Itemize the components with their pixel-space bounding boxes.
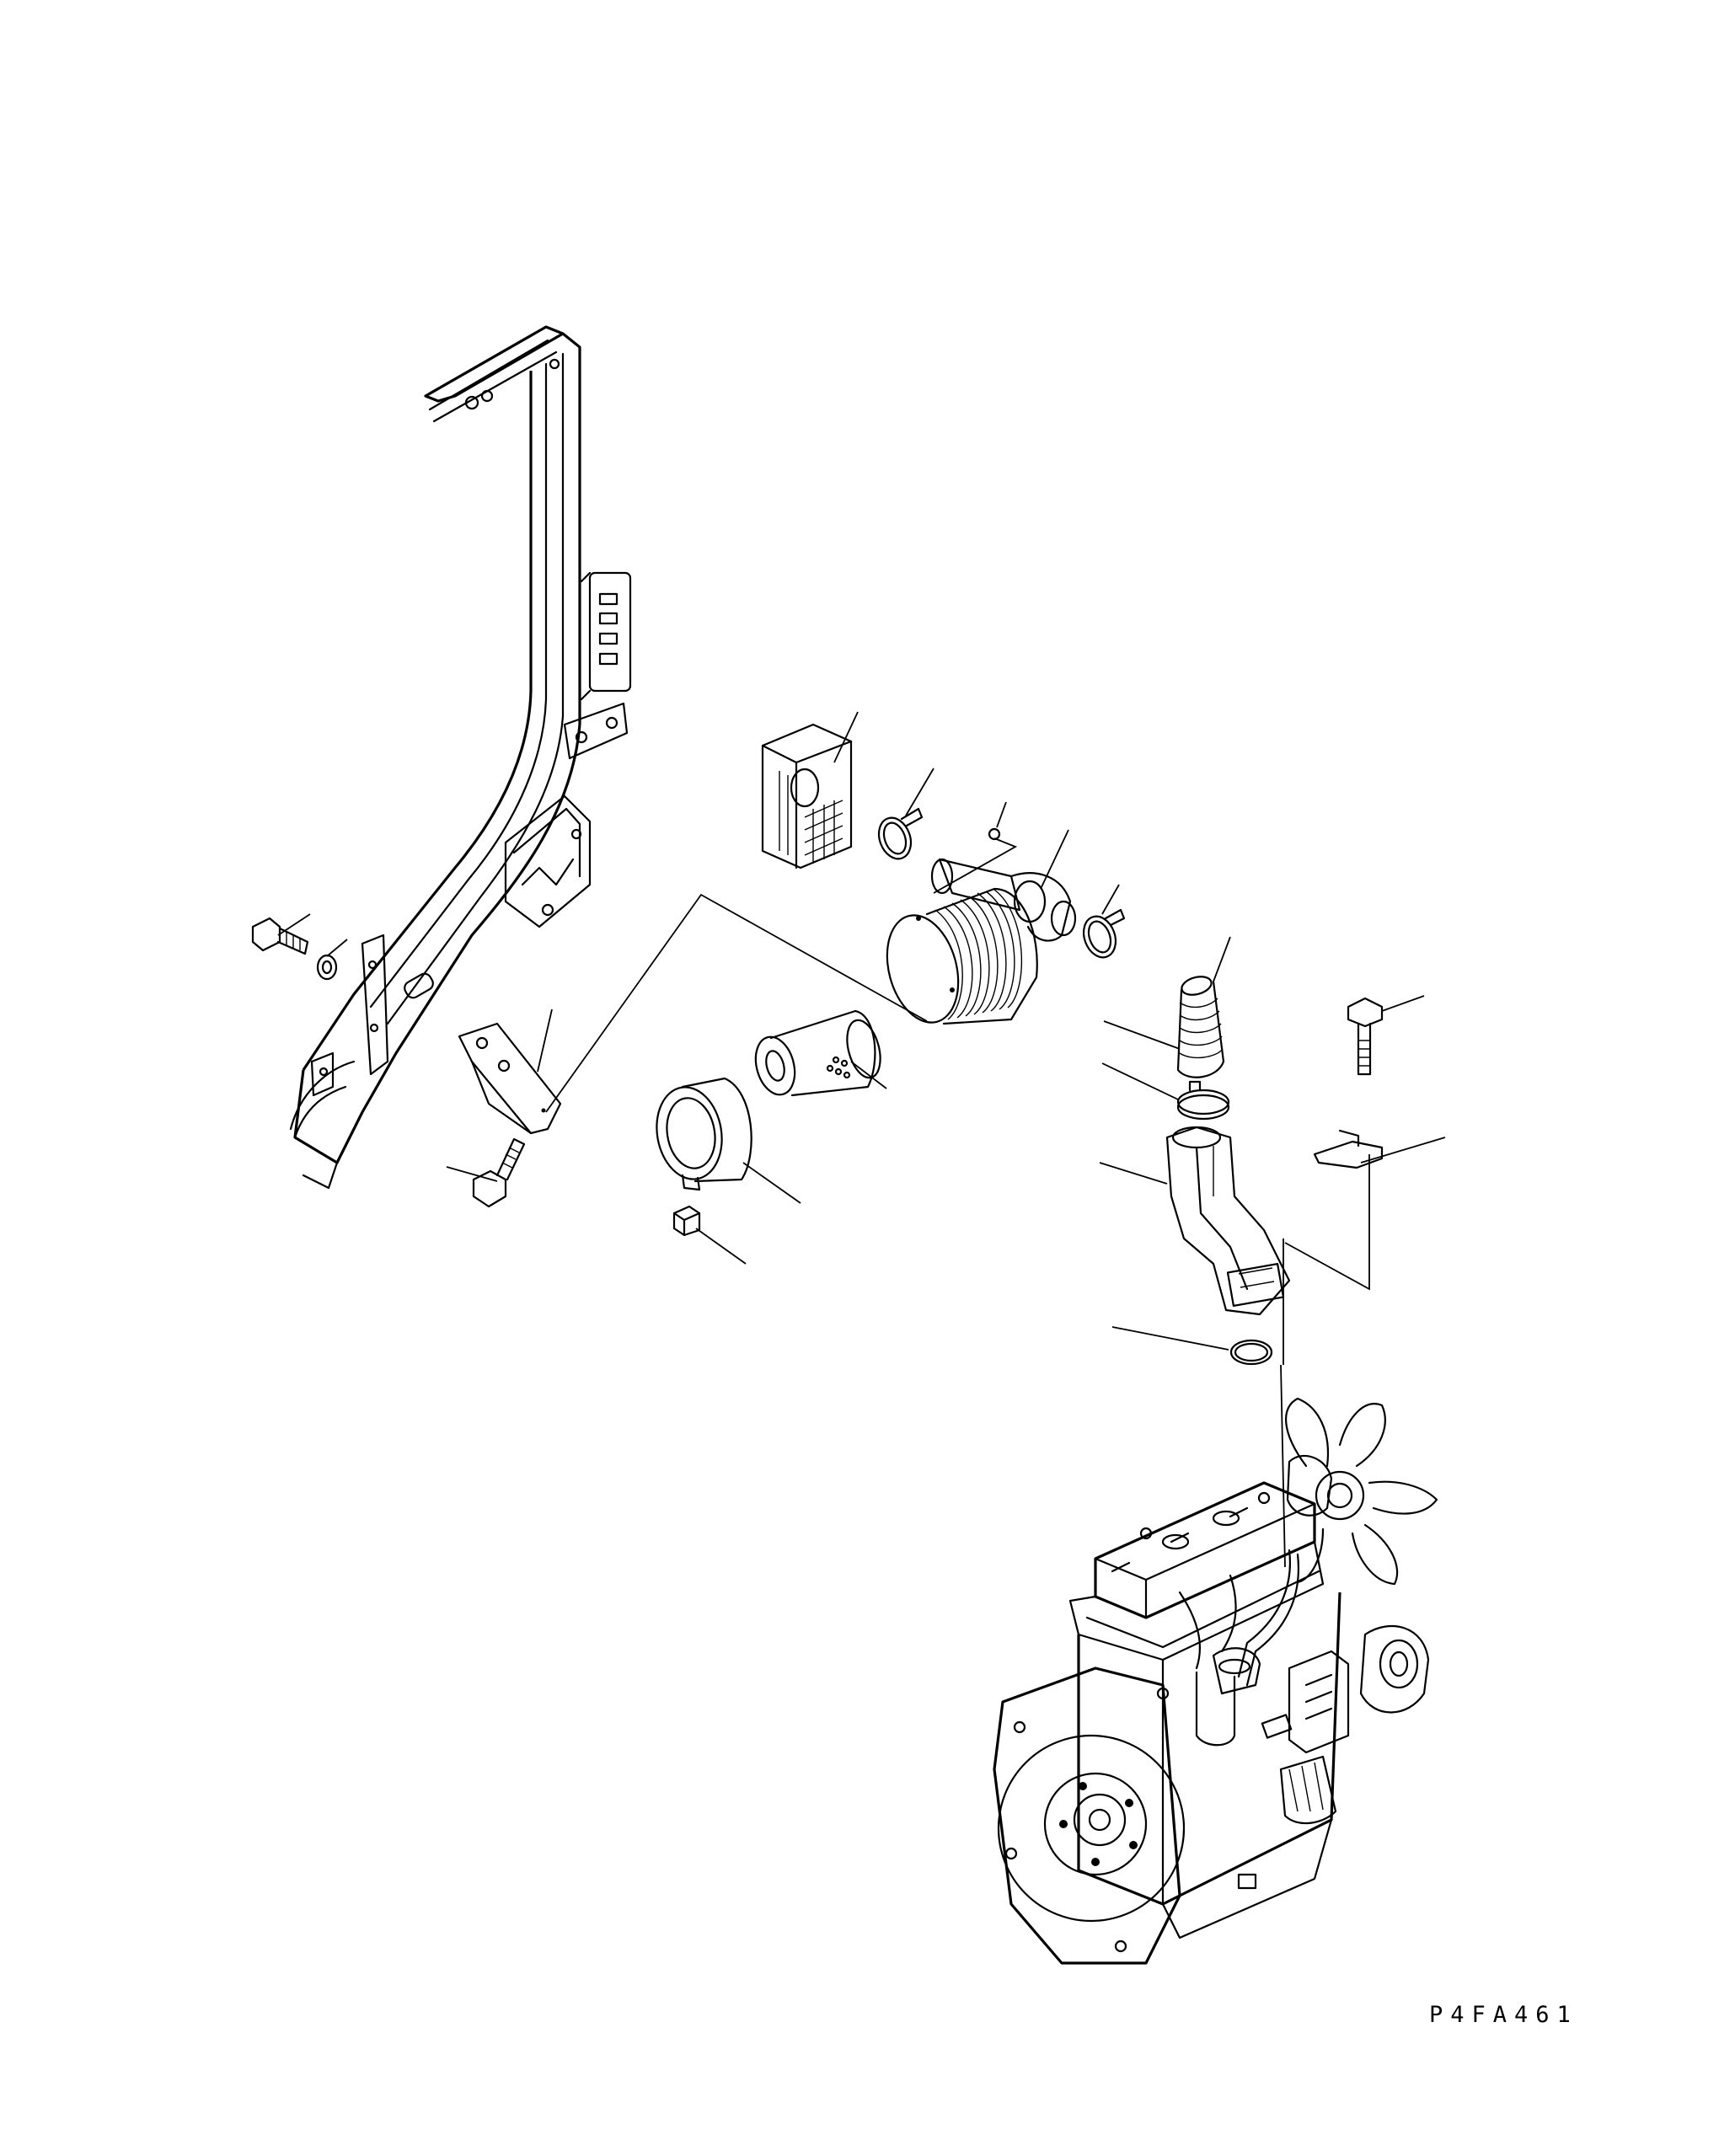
air-cleaner-cover <box>761 723 853 869</box>
intake-duct <box>1165 1126 1291 1316</box>
small-nut <box>988 827 1001 841</box>
filter-element-outer <box>754 1009 881 1097</box>
engine-assembly <box>993 1397 1438 1965</box>
filter-element-inner <box>656 1077 752 1191</box>
cab-frame-pillar <box>289 325 632 1190</box>
intake-elbow-pipe <box>930 858 1077 942</box>
u-bracket <box>1313 1129 1384 1169</box>
bolt-lower-left <box>472 1137 526 1208</box>
hose-clamp-3 <box>1176 1080 1230 1121</box>
bolt-upper-left <box>251 917 309 955</box>
dust-valve <box>672 1205 701 1237</box>
hose-clamp-2 <box>1082 908 1126 959</box>
bolt-right <box>1347 997 1384 1076</box>
leader-lines <box>277 711 1446 1568</box>
washer-upper-left <box>316 954 338 981</box>
cooling-fan <box>1284 1397 1438 1586</box>
hose-clamp-1 <box>877 807 924 860</box>
mounting-bracket <box>458 1022 562 1135</box>
drawing-code-label: P4FA461 <box>1429 2002 1578 2028</box>
air-intake-bellows <box>1176 976 1225 1078</box>
air-cleaner-body <box>886 880 1047 1025</box>
o-ring <box>1229 1339 1273 1366</box>
